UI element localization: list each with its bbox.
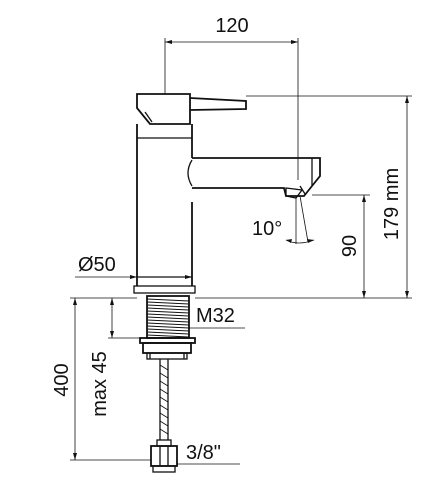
- hose-braid: [159, 364, 169, 435]
- lever-rod: [189, 97, 247, 111]
- hose-end: [152, 465, 176, 473]
- thread-line: [146, 301, 190, 305]
- nut-bottom: [146, 352, 188, 360]
- flexible-hose: [150, 359, 178, 473]
- thread-line: [146, 331, 190, 335]
- arrow-head: [73, 453, 77, 460]
- aerator-line: [299, 185, 306, 195]
- thread-line: [146, 298, 190, 302]
- dim-label-spout-reach: 120: [215, 15, 248, 37]
- dim-deck-thickness: max 45: [89, 298, 147, 417]
- arrow-head: [110, 298, 114, 305]
- dim-hose-length: 400: [51, 297, 151, 461]
- lever-notch: [144, 111, 153, 123]
- arrow-head: [405, 291, 409, 298]
- arrow-head: [291, 40, 298, 44]
- mounting-nut: [139, 337, 196, 360]
- angle-line: [299, 195, 309, 243]
- dim-spray-angle: 10°: [252, 195, 315, 244]
- arrow-head: [362, 291, 366, 298]
- arrow-head: [307, 239, 314, 243]
- hose-nut: [150, 445, 178, 467]
- arrow-head: [362, 195, 366, 202]
- nut-body: [142, 342, 192, 354]
- arrow-head: [130, 275, 137, 279]
- dim-label-hose-connection: 3/8": [186, 442, 221, 464]
- lever-handle: [136, 93, 191, 125]
- arrow-head: [110, 331, 114, 338]
- arrow-head: [73, 298, 77, 305]
- thread-line: [146, 307, 190, 311]
- dim-label-thread-size: M32: [196, 305, 235, 327]
- dim-label-deck-thickness: max 45: [89, 351, 111, 417]
- thread-line: [146, 310, 190, 314]
- arrow-head: [185, 275, 192, 279]
- thread-line: [146, 328, 190, 332]
- base-ring: [133, 285, 196, 294]
- arrow-head: [286, 239, 292, 243]
- dim-hose-connection: 3/8": [177, 442, 240, 465]
- thread-line: [146, 304, 190, 308]
- dim-label-body-diameter: Ø50: [78, 254, 116, 276]
- spout-joint: [187, 159, 193, 187]
- faucet-body: [133, 93, 321, 294]
- thread-line: [146, 319, 190, 323]
- dim-spout-height: 90: [312, 194, 370, 298]
- thread-line: [146, 325, 190, 329]
- thread-line: [146, 334, 190, 338]
- arrow-head: [165, 40, 172, 44]
- dim-body-diameter: Ø50: [75, 254, 192, 279]
- dim-label-spray-angle: 10°: [252, 218, 282, 240]
- dim-label-hose-length: 400: [51, 363, 73, 396]
- thread-line: [146, 316, 190, 320]
- thread-line: [146, 313, 190, 317]
- threaded-shank: [146, 295, 190, 339]
- dim-total-height: 179 mm: [195, 95, 412, 299]
- arrow-head: [405, 96, 409, 103]
- dim-spout-reach: 120: [164, 15, 299, 180]
- spout: [192, 157, 321, 197]
- dim-label-total-height: 179 mm: [381, 168, 403, 240]
- thread-line: [146, 322, 190, 326]
- dim-thread-size: M32: [189, 305, 245, 329]
- dim-label-spout-height: 90: [339, 235, 361, 257]
